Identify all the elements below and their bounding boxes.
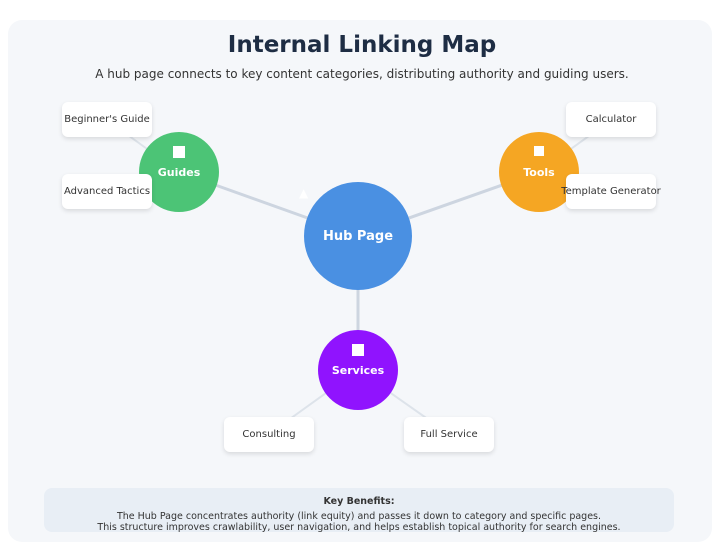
benefits-heading: Key Benefits:: [323, 496, 395, 507]
wrench-icon: [534, 146, 544, 156]
briefcase-icon: [352, 344, 364, 356]
page-title: Internal Linking Map: [227, 32, 497, 58]
benefits-line-2: This structure improves crawlability, us…: [97, 522, 621, 533]
key-benefits-box: Key Benefits: The Hub Page concentrates …: [44, 488, 674, 533]
book-icon: [173, 146, 185, 158]
node-label: Services: [331, 363, 385, 377]
leaf-beginners-guide[interactable]: Beginner's Guide: [62, 102, 152, 137]
node-label: Hub Page: [322, 228, 394, 244]
benefits-line-1: The Hub Page concentrates authority (lin…: [116, 511, 602, 522]
subtitle: A hub page connects to key content categ…: [95, 67, 629, 81]
leaf-advanced-tactics[interactable]: Advanced Tactics: [62, 174, 152, 209]
node-hub-page[interactable]: Hub Page: [304, 182, 412, 290]
node-services[interactable]: Services: [318, 330, 398, 410]
leaf-calculator[interactable]: Calculator: [566, 102, 656, 137]
node-label: Tools: [523, 165, 555, 179]
leaf-full-service[interactable]: Full Service: [404, 417, 494, 452]
home-icon: ▲: [299, 186, 309, 200]
leaf-template-generator[interactable]: Template Generator: [561, 174, 661, 209]
node-guides[interactable]: Guides: [139, 132, 219, 212]
leaf-consulting[interactable]: Consulting: [224, 417, 314, 452]
node-tools[interactable]: Tools: [499, 132, 579, 212]
node-label: Guides: [157, 165, 201, 179]
